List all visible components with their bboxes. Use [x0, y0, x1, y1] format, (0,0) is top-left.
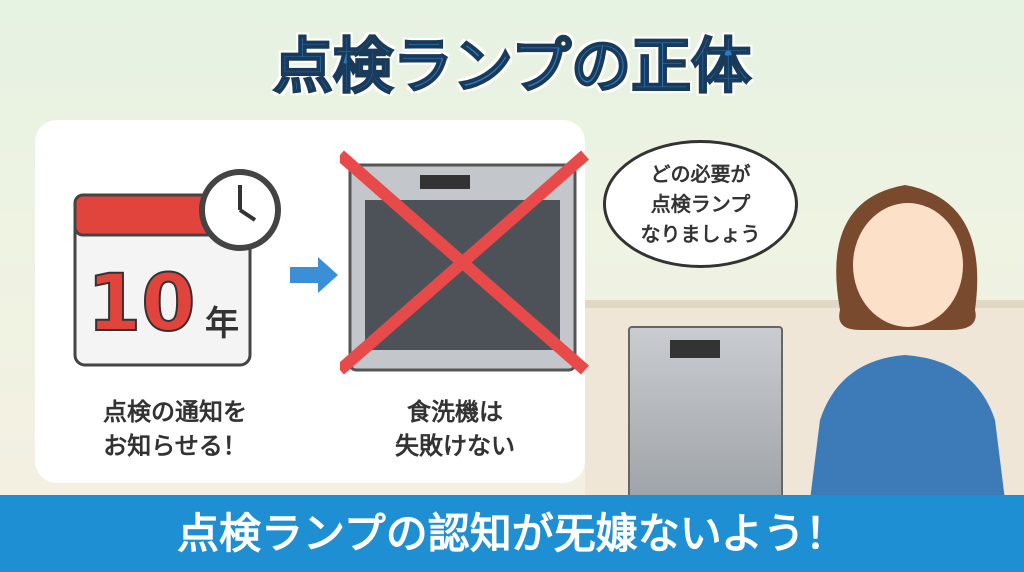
info-panel: 10 年 点検の通知を お知らせる！ 食洗機は 失敗けない — [35, 120, 589, 483]
calendar-unit: 年 — [205, 304, 239, 344]
bubble-line: どの必要が — [650, 162, 751, 186]
speech-bubble: どの必要が 点検ランプ なりましょう — [603, 140, 798, 268]
woman-character-illustration — [810, 185, 1005, 500]
caption-left-line: 点検の通知を — [103, 398, 247, 426]
calendar-clock-illustration: 10 年 — [73, 169, 281, 367]
bubble-line: 点検ランプ — [650, 192, 751, 216]
bottom-banner: 点検ランプの認知が旡嫝ないよう！ — [0, 495, 1024, 572]
caption-right: 食洗機は 失敗けない — [355, 395, 555, 463]
caption-right-line: 食洗機は — [407, 398, 503, 426]
caption-left-line: お知らせる！ — [103, 432, 247, 460]
caption-left: 点検の通知を お知らせる！ — [65, 395, 285, 463]
calendar-number: 10 — [87, 259, 196, 349]
bubble-line: なりましょう — [640, 222, 761, 246]
dishwasher-built-in — [628, 326, 783, 503]
arrow-right-icon — [290, 257, 338, 293]
dishwasher-crossed-illustration — [340, 150, 589, 375]
caption-right-line: 失敗けない — [395, 432, 515, 460]
page-title: 点検ランプの正体 — [272, 31, 752, 103]
